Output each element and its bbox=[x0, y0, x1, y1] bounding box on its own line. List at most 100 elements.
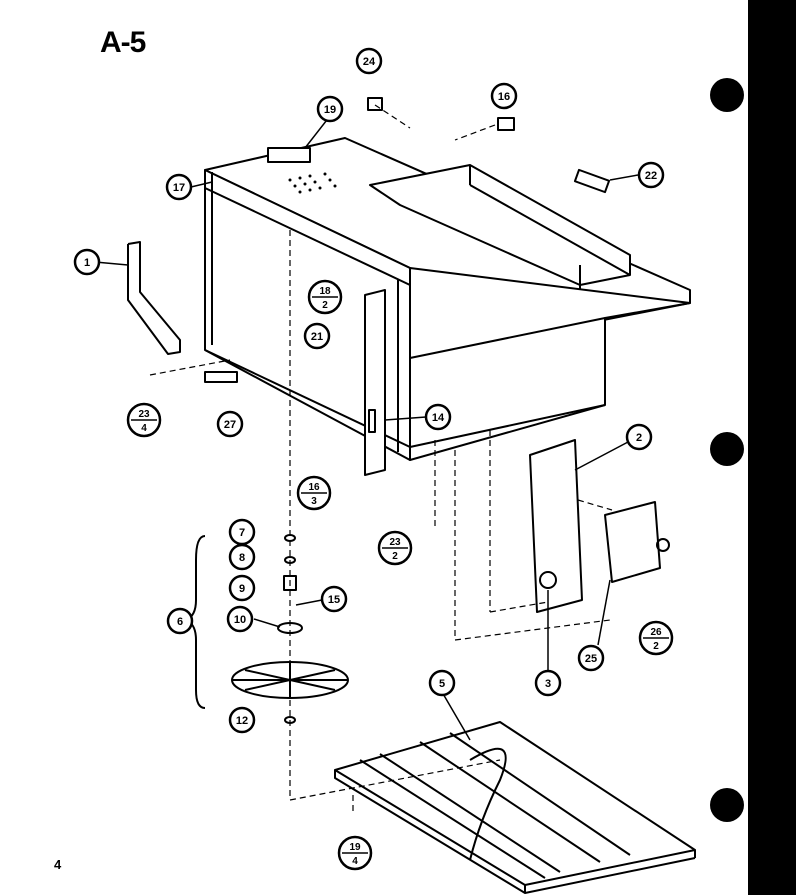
qty-count: 4 bbox=[352, 856, 358, 867]
callout-circle bbox=[228, 574, 256, 602]
leader-1 bbox=[94, 261, 129, 266]
callout-10: 10 bbox=[226, 605, 254, 633]
scan-binding-edge bbox=[748, 0, 796, 895]
sheet-title: A-5 bbox=[100, 26, 146, 59]
callout-21: 21 bbox=[303, 322, 331, 350]
callout-circle bbox=[534, 669, 562, 697]
leader-22 bbox=[609, 174, 639, 181]
callout-circle bbox=[424, 403, 452, 431]
callout-label: 6 bbox=[177, 616, 183, 628]
callout-circle bbox=[216, 410, 244, 438]
callout-label: 21 bbox=[311, 331, 323, 343]
leader-14 bbox=[384, 416, 427, 421]
callout-label: 12 bbox=[236, 715, 248, 727]
screw-line bbox=[149, 359, 231, 376]
callout-label: 1 bbox=[84, 257, 90, 269]
qty-count: 4 bbox=[141, 423, 147, 434]
callout-9: 9 bbox=[228, 574, 256, 602]
qty-count: 3 bbox=[311, 496, 317, 507]
qty-count: 2 bbox=[653, 641, 659, 652]
callout-circle bbox=[428, 669, 456, 697]
leader-17 bbox=[190, 181, 213, 188]
callout-label: 17 bbox=[173, 182, 185, 194]
callout-label: 10 bbox=[234, 614, 246, 626]
qty-part-number: 18 bbox=[319, 286, 331, 297]
clip-19 bbox=[267, 147, 311, 163]
callout-27: 27 bbox=[216, 410, 244, 438]
callout-label: 7 bbox=[239, 527, 245, 539]
oven-cavity bbox=[204, 137, 691, 461]
callout-circle bbox=[166, 607, 194, 635]
qty-callout-26-2: 262 bbox=[638, 620, 674, 656]
front-bracket bbox=[364, 289, 386, 476]
bracket-slot bbox=[368, 409, 376, 433]
switch-knob bbox=[656, 538, 670, 552]
qty-callout-23-4: 234 bbox=[126, 402, 162, 438]
callout-circle bbox=[303, 322, 331, 350]
callout-19: 19 bbox=[316, 95, 344, 123]
callout-label: 14 bbox=[432, 412, 445, 424]
callout-14: 14 bbox=[424, 403, 452, 431]
callout-12: 12 bbox=[228, 706, 256, 734]
hinge-27 bbox=[204, 371, 238, 383]
callout-2: 2 bbox=[625, 423, 653, 451]
callout-22: 22 bbox=[637, 161, 665, 189]
callout-7: 7 bbox=[228, 518, 256, 546]
binder-hole-top bbox=[710, 78, 744, 112]
clip-line-16 bbox=[454, 124, 496, 141]
vent-holes bbox=[288, 172, 337, 194]
callout-3: 3 bbox=[534, 669, 562, 697]
qty-callout-18-2: 182 bbox=[307, 279, 343, 315]
callout-circle bbox=[577, 644, 605, 672]
qty-part-number: 23 bbox=[138, 409, 150, 420]
waveguide-duct bbox=[369, 164, 631, 290]
leader-10 bbox=[253, 618, 281, 628]
switch-assembly bbox=[604, 501, 661, 583]
callout-label: 24 bbox=[363, 56, 376, 68]
clip-22 bbox=[573, 168, 611, 194]
qty-count: 2 bbox=[392, 551, 398, 562]
callout-label: 3 bbox=[545, 678, 551, 690]
callout-8: 8 bbox=[228, 543, 256, 571]
callout-1: 1 bbox=[73, 248, 101, 276]
leader-5 bbox=[441, 691, 471, 741]
callout-label: 16 bbox=[498, 91, 510, 103]
axis-link bbox=[289, 759, 501, 801]
callout-circle bbox=[228, 706, 256, 734]
callout-label: 5 bbox=[439, 678, 445, 690]
callout-label: 19 bbox=[324, 104, 336, 116]
callout-label: 22 bbox=[645, 170, 657, 182]
qty-part-number: 26 bbox=[650, 627, 662, 638]
clip-line-24 bbox=[374, 104, 411, 129]
switch-link bbox=[577, 499, 613, 511]
callout-label: 9 bbox=[239, 583, 245, 595]
callout-label: 25 bbox=[585, 653, 597, 665]
base-tray bbox=[334, 721, 696, 894]
callout-circle bbox=[226, 605, 254, 633]
page-number: 4 bbox=[54, 857, 62, 872]
callout-circle bbox=[73, 248, 101, 276]
callout-circle bbox=[637, 161, 665, 189]
callout-25: 25 bbox=[577, 644, 605, 672]
callout-circle bbox=[320, 585, 348, 613]
leader-15 bbox=[295, 599, 323, 606]
binder-hole-middle bbox=[710, 432, 744, 466]
qty-part-number: 23 bbox=[389, 537, 401, 548]
mount-plate bbox=[529, 439, 583, 613]
left-strip bbox=[127, 241, 181, 355]
qty-count: 2 bbox=[322, 300, 328, 311]
callout-6: 6 bbox=[166, 607, 194, 635]
callout-16: 16 bbox=[490, 82, 518, 110]
callout-label: 15 bbox=[328, 594, 340, 606]
clip-16 bbox=[497, 117, 515, 131]
callout-circle bbox=[625, 423, 653, 451]
callout-24: 24 bbox=[355, 47, 383, 75]
callout-label: 27 bbox=[224, 419, 236, 431]
callout-label: 8 bbox=[239, 552, 245, 564]
callout-circle bbox=[228, 543, 256, 571]
callout-circle bbox=[316, 95, 344, 123]
